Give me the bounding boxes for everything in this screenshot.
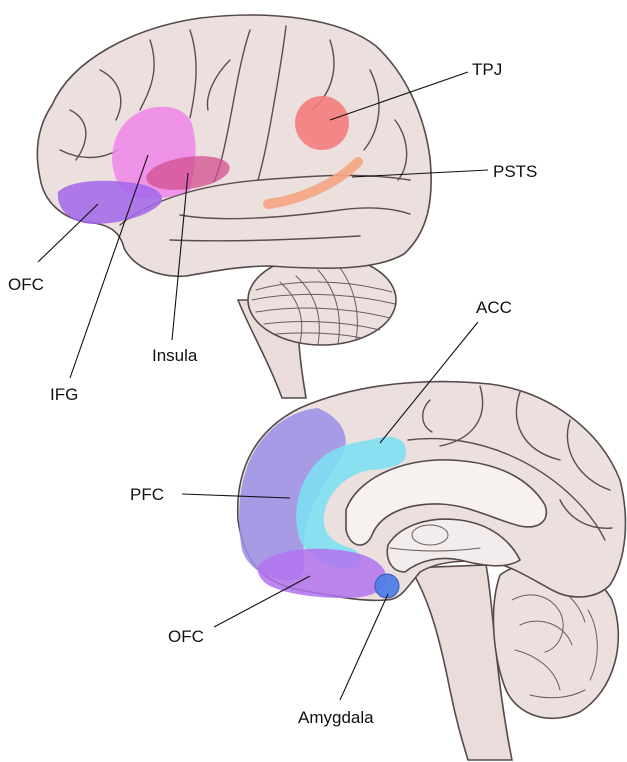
region-tpj [295, 96, 349, 150]
lateral-brain-view [37, 15, 431, 398]
label-psts: PSTS [493, 162, 537, 181]
leader-amygdala [340, 594, 388, 700]
label-ifg: IFG [50, 385, 78, 404]
region-amygdala [375, 574, 399, 598]
label-tpj: TPJ [472, 60, 502, 79]
medial-brain-view [238, 382, 626, 760]
leader-ofc-medial [214, 576, 310, 627]
label-amygdala: Amygdala [298, 708, 374, 727]
label-ofc-lateral: OFC [8, 275, 44, 294]
label-pfc: PFC [130, 485, 164, 504]
label-insula: Insula [152, 346, 198, 365]
label-ofc-medial: OFC [168, 627, 204, 646]
lateral-cerebrum [37, 15, 431, 276]
label-acc: ACC [476, 298, 512, 317]
